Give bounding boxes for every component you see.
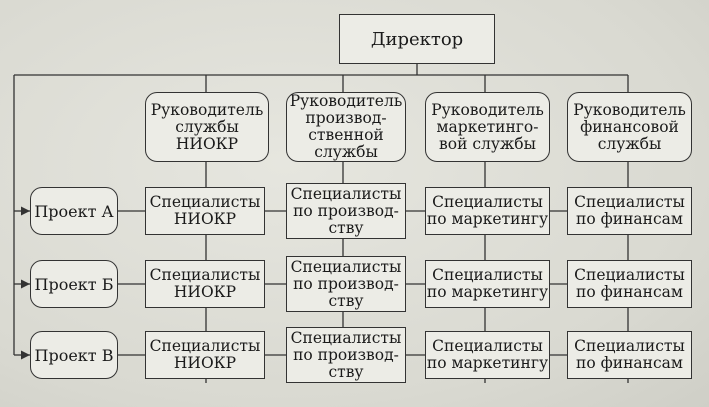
specialists-finance-c: Специалисты по финансам (567, 331, 692, 379)
project-c: Проект В (30, 331, 118, 379)
specialists-production-b: Специалисты по производ- ству (286, 256, 406, 312)
project-b: Проект Б (30, 260, 118, 308)
director-box: Директор (339, 14, 495, 64)
specialists-finance-a: Специалисты по финансам (567, 187, 692, 235)
manager-finance: Руководитель финансовой службы (567, 92, 692, 162)
manager-marketing: Руководитель маркетинго- вой службы (425, 92, 550, 162)
specialists-production-a: Специалисты по производ- ству (286, 183, 406, 239)
project-a: Проект А (30, 187, 118, 235)
manager-production: Руководитель производ- ственной службы (286, 92, 406, 162)
specialists-finance-b: Специалисты по финансам (567, 260, 692, 308)
specialists-marketing-b: Специалисты по маркетингу (425, 260, 550, 308)
specialists-niokr-b: Специалисты НИОКР (145, 260, 265, 308)
specialists-production-c: Специалисты по производ- ству (286, 327, 406, 383)
specialists-marketing-c: Специалисты по маркетингу (425, 331, 550, 379)
specialists-niokr-c: Специалисты НИОКР (145, 331, 265, 379)
specialists-marketing-a: Специалисты по маркетингу (425, 187, 550, 235)
manager-niokr: Руководитель службы НИОКР (145, 92, 269, 162)
specialists-niokr-a: Специалисты НИОКР (145, 187, 265, 235)
